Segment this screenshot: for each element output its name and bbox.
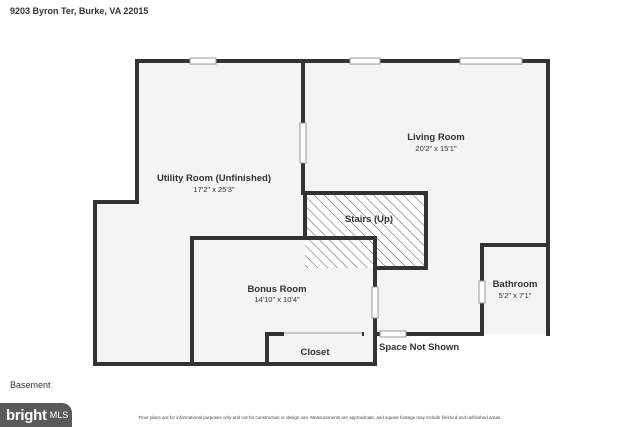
- stairs-area: [305, 193, 426, 268]
- logo-sub-text: MLS: [49, 410, 69, 420]
- stairs-name: Stairs (Up): [345, 214, 393, 225]
- level-label: Basement: [10, 380, 51, 390]
- space-not-shown-note: Space Not Shown: [379, 342, 459, 353]
- bonus-room-name: Bonus Room: [247, 284, 306, 295]
- logo-main-text: bright: [6, 406, 47, 424]
- bathroom-name: Bathroom: [493, 279, 538, 290]
- bright-mls-logo: bright MLS: [0, 403, 72, 427]
- utility-room-dims: 17'2" x 25'3": [193, 185, 234, 194]
- living-room-name: Living Room: [407, 132, 465, 143]
- property-address: 9203 Byron Ter, Burke, VA 22015: [10, 6, 149, 16]
- closet-name: Closet: [300, 347, 330, 358]
- disclaimer-text: Floor plans are for informational purpos…: [138, 415, 502, 420]
- bathroom-dims: 5'2" x 7'1": [499, 291, 532, 300]
- utility-room-name: Utility Room (Unfinished): [157, 173, 271, 184]
- living-room-dims: 20'2" x 15'1": [415, 144, 456, 153]
- bonus-room-dims: 14'10" x 10'4": [254, 295, 300, 304]
